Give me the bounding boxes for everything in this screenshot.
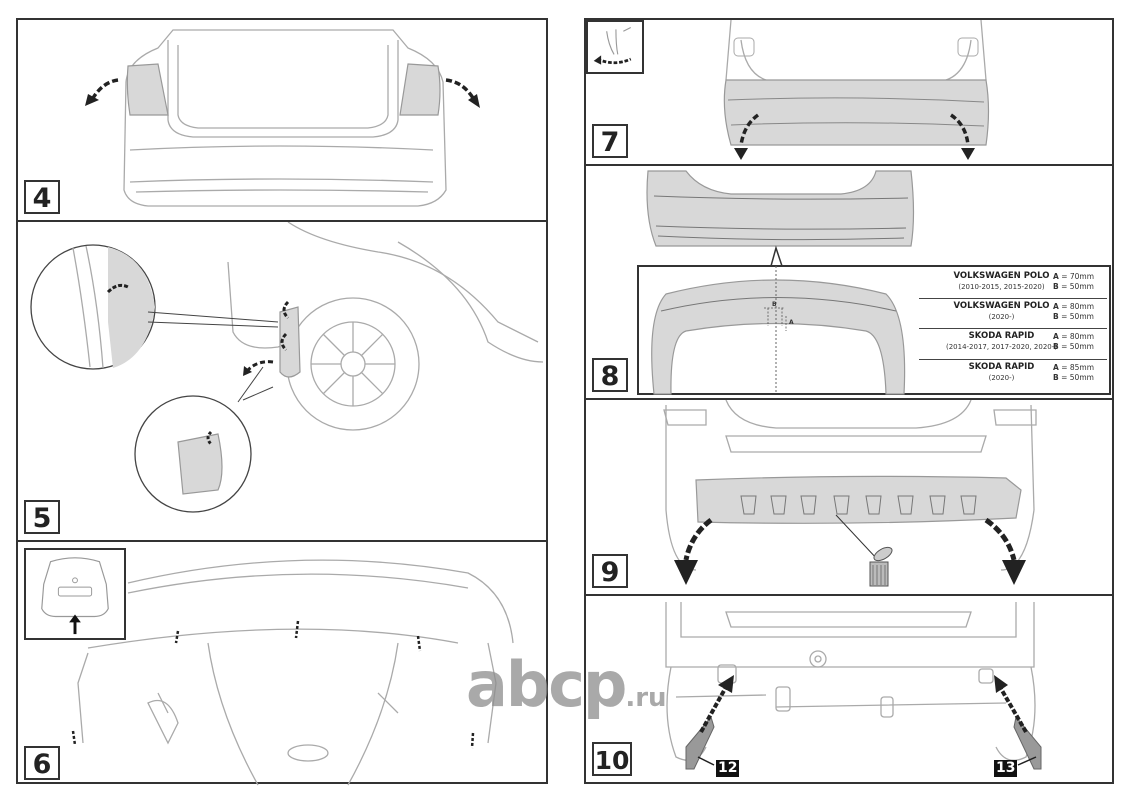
drill-marking-illustration: B A [637,170,1111,395]
left-column: 4 5 [16,18,548,786]
model-years: (2020-) [988,313,1015,321]
dim-a-label: A [1053,302,1059,311]
mudflap-installation-illustration [665,602,1042,770]
dim-b-value: = 50mm [1061,312,1094,321]
curved-arrow-down-right-icon [961,148,975,160]
dim-a-value: = 80mm [1061,302,1095,311]
rear-view-car-icon [41,557,109,635]
curved-arrow-right-icon [468,94,480,108]
mudflap-left [685,715,715,770]
curved-arrow-left-icon [85,94,99,106]
tail-light-right [399,63,441,116]
table-row: SKODA RAPID (2014-2017, 2017-2020, 2020-)… [919,329,1107,360]
arrow-up-icon [69,614,81,623]
step-number-8: 8 [592,358,628,392]
step-8-panel: B A VOLKSWAGEN POLO (2010-2015, 2015-2020… [586,166,1112,400]
screw-removal-arrow-icon [174,630,180,644]
dim-b-label: B [1053,282,1059,291]
dimension-label-b: B [772,301,777,308]
step-number-5: 5 [24,500,60,534]
wheel-arch-liner-illustration [30,222,544,513]
dim-a-label: A [1053,272,1059,281]
dim-a-value: = 70mm [1061,272,1095,281]
trash-can-icon [869,546,893,587]
dim-a-label: A [1053,332,1059,341]
step-number-4: 4 [24,180,60,214]
step-9-panel: 9 [586,400,1112,596]
tail-light-left [126,63,169,116]
underside-screws-illustration [71,559,514,786]
lower-trim-shaded [695,475,1022,524]
dashed-arrow-up-icon [994,675,1008,693]
dimension-label-a: A [789,319,794,326]
dim-b-value: = 50mm [1061,373,1094,382]
step-4-panel: 4 [18,20,546,222]
step-number-10: 10 [592,742,632,776]
dashed-arrow-up-icon [718,675,734,693]
model-years: (2020-) [988,374,1015,382]
curved-arrow-down-left-icon [734,148,748,160]
dim-a-value: = 80mm [1061,332,1095,341]
dim-a-value: = 85mm [1061,363,1095,372]
model-years: (2014-2017, 2017-2020, 2020-) [945,343,1057,351]
step-7-panel: 7 [586,20,1112,166]
model-name: VOLKSWAGEN POLO [953,271,1050,281]
hand-with-tool-icon [593,27,632,65]
model-name: SKODA RAPID [968,331,1035,341]
step-6-panel: 6 [18,542,546,786]
dim-a-label: A [1053,363,1059,372]
step-10-panel: 12 13 10 [586,596,1112,782]
curved-arrow-down-left-icon [674,560,698,585]
part-callout-13: 13 [994,760,1018,777]
rotate-screw-arrow-icon [106,283,129,294]
mudflap-right [1013,715,1042,770]
step-number-7: 7 [592,124,628,158]
dim-b-label: B [1053,373,1059,382]
tail-light-removal-illustration [85,29,480,207]
right-column: 7 B A VOLKSWAGEN POLO (2010-2015, 2015-20… [584,18,1114,784]
rear-view-car-inset [24,548,126,640]
dim-b-value: = 50mm [1061,282,1094,291]
dim-b-label: B [1053,312,1059,321]
model-years: (2010-2015, 2015-2020) [958,283,1045,291]
model-dimensions-table: VOLKSWAGEN POLO(2010-2015, 2015-2020) A … [919,269,1107,391]
step-5-panel: 5 [18,222,546,542]
bumper-removal-illustration [723,20,990,160]
bumper-top-view [646,170,915,247]
bumper-shaded [723,79,990,146]
dim-b-label: B [1053,342,1059,351]
table-row: VOLKSWAGEN POLO(2010-2015, 2015-2020) A … [919,269,1107,299]
curved-arrow-down-right-icon [1002,560,1026,585]
mudflap-shaded [279,306,301,378]
tool-hand-inset [586,20,644,74]
part-callout-12: 12 [716,760,740,777]
model-name: VOLKSWAGEN POLO [953,301,1050,311]
lower-trim-removal-illustration [663,400,1037,587]
step-number-6: 6 [24,746,60,780]
dim-b-value: = 50mm [1061,342,1094,351]
model-name: SKODA RAPID [968,362,1035,372]
step-number-9: 9 [592,554,628,588]
